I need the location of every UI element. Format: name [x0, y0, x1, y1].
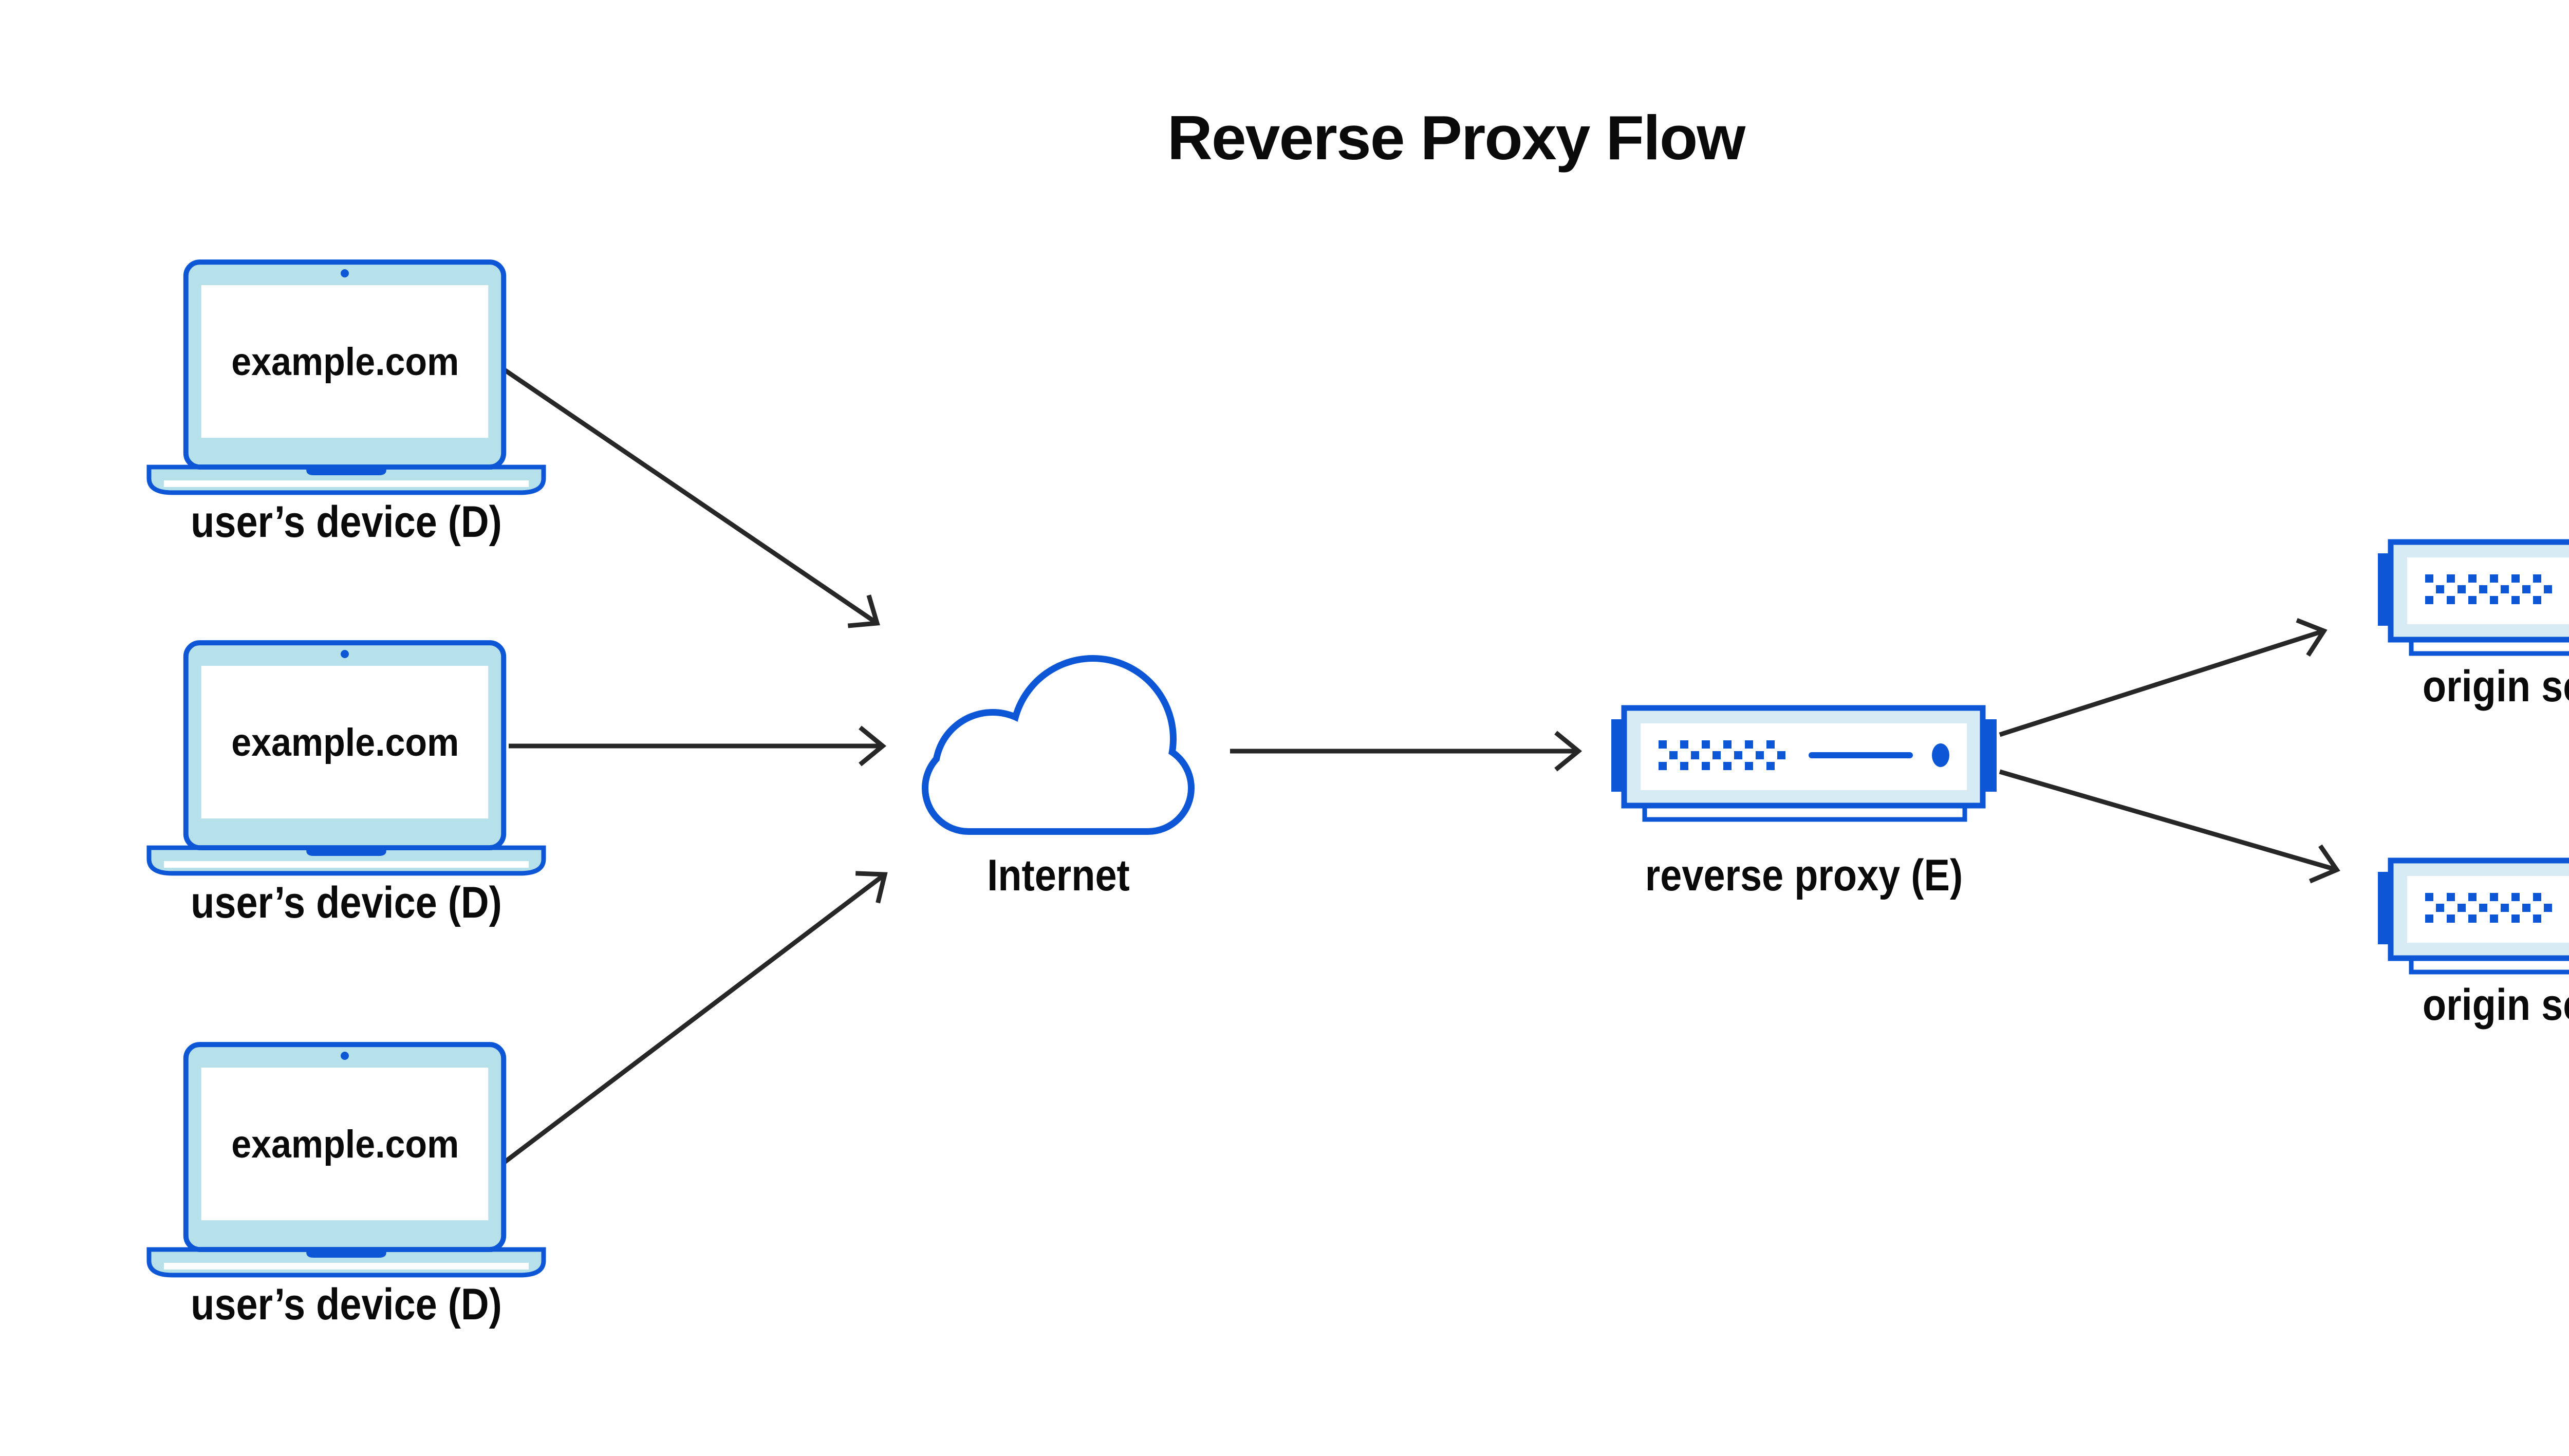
device-screen: example.com	[201, 1068, 489, 1221]
device-screen-url: example.com	[231, 720, 459, 764]
proxy-label: reverse proxy (E)	[1645, 851, 1963, 900]
origin-label: origin server (F)	[2422, 980, 2569, 1030]
server-slot-line	[1809, 752, 1913, 758]
internet-label: Internet	[986, 851, 1130, 900]
node-user-device-2: example.com user’s device (D)	[146, 640, 546, 927]
node-origin-server-2: origin server (F)	[2378, 857, 2569, 1030]
arrow-device1-to-internet	[503, 368, 880, 628]
server-power-dot	[1932, 743, 1949, 767]
laptop-icon	[146, 1042, 546, 1278]
arrow-proxy-to-origin2	[1999, 769, 2340, 884]
device-screen-url: example.com	[231, 340, 459, 384]
device-label: user’s device (D)	[191, 1280, 502, 1329]
arrow-device3-to-internet	[503, 871, 888, 1164]
hinge-notch	[306, 467, 386, 476]
diagram-title: Reverse Proxy Flow	[1167, 103, 1746, 173]
hinge-notch	[306, 1249, 386, 1258]
node-reverse-proxy: reverse proxy (E)	[1611, 705, 1997, 900]
camera-dot-icon	[341, 650, 349, 658]
node-origin-server-1: origin server (F)	[2378, 539, 2569, 711]
device-screen-url: example.com	[231, 1122, 459, 1166]
laptop-icon	[146, 640, 546, 876]
server-icon	[1611, 705, 1997, 822]
node-user-device-1: example.com user’s device (D)	[146, 259, 546, 547]
laptop-icon	[146, 259, 546, 495]
device-label: user’s device (D)	[191, 878, 502, 927]
cloud-icon	[922, 655, 1195, 835]
device-screen: example.com	[201, 666, 489, 819]
camera-dot-icon	[341, 269, 349, 277]
arrow-proxy-to-origin1	[1999, 618, 2328, 737]
server-icon	[2378, 857, 2569, 975]
node-internet: Internet	[918, 652, 1198, 900]
server-icon	[2378, 539, 2569, 656]
device-label: user’s device (D)	[191, 497, 502, 547]
server-vent-dots	[2425, 893, 2552, 923]
device-screen: example.com	[201, 285, 489, 438]
server-vent-dots	[2425, 574, 2552, 604]
origin-label: origin server (F)	[2422, 662, 2569, 711]
server-vent-dots	[1659, 740, 1785, 770]
hinge-notch	[306, 848, 386, 856]
camera-dot-icon	[341, 1052, 349, 1060]
node-user-device-3: example.com user’s device (D)	[146, 1042, 546, 1329]
